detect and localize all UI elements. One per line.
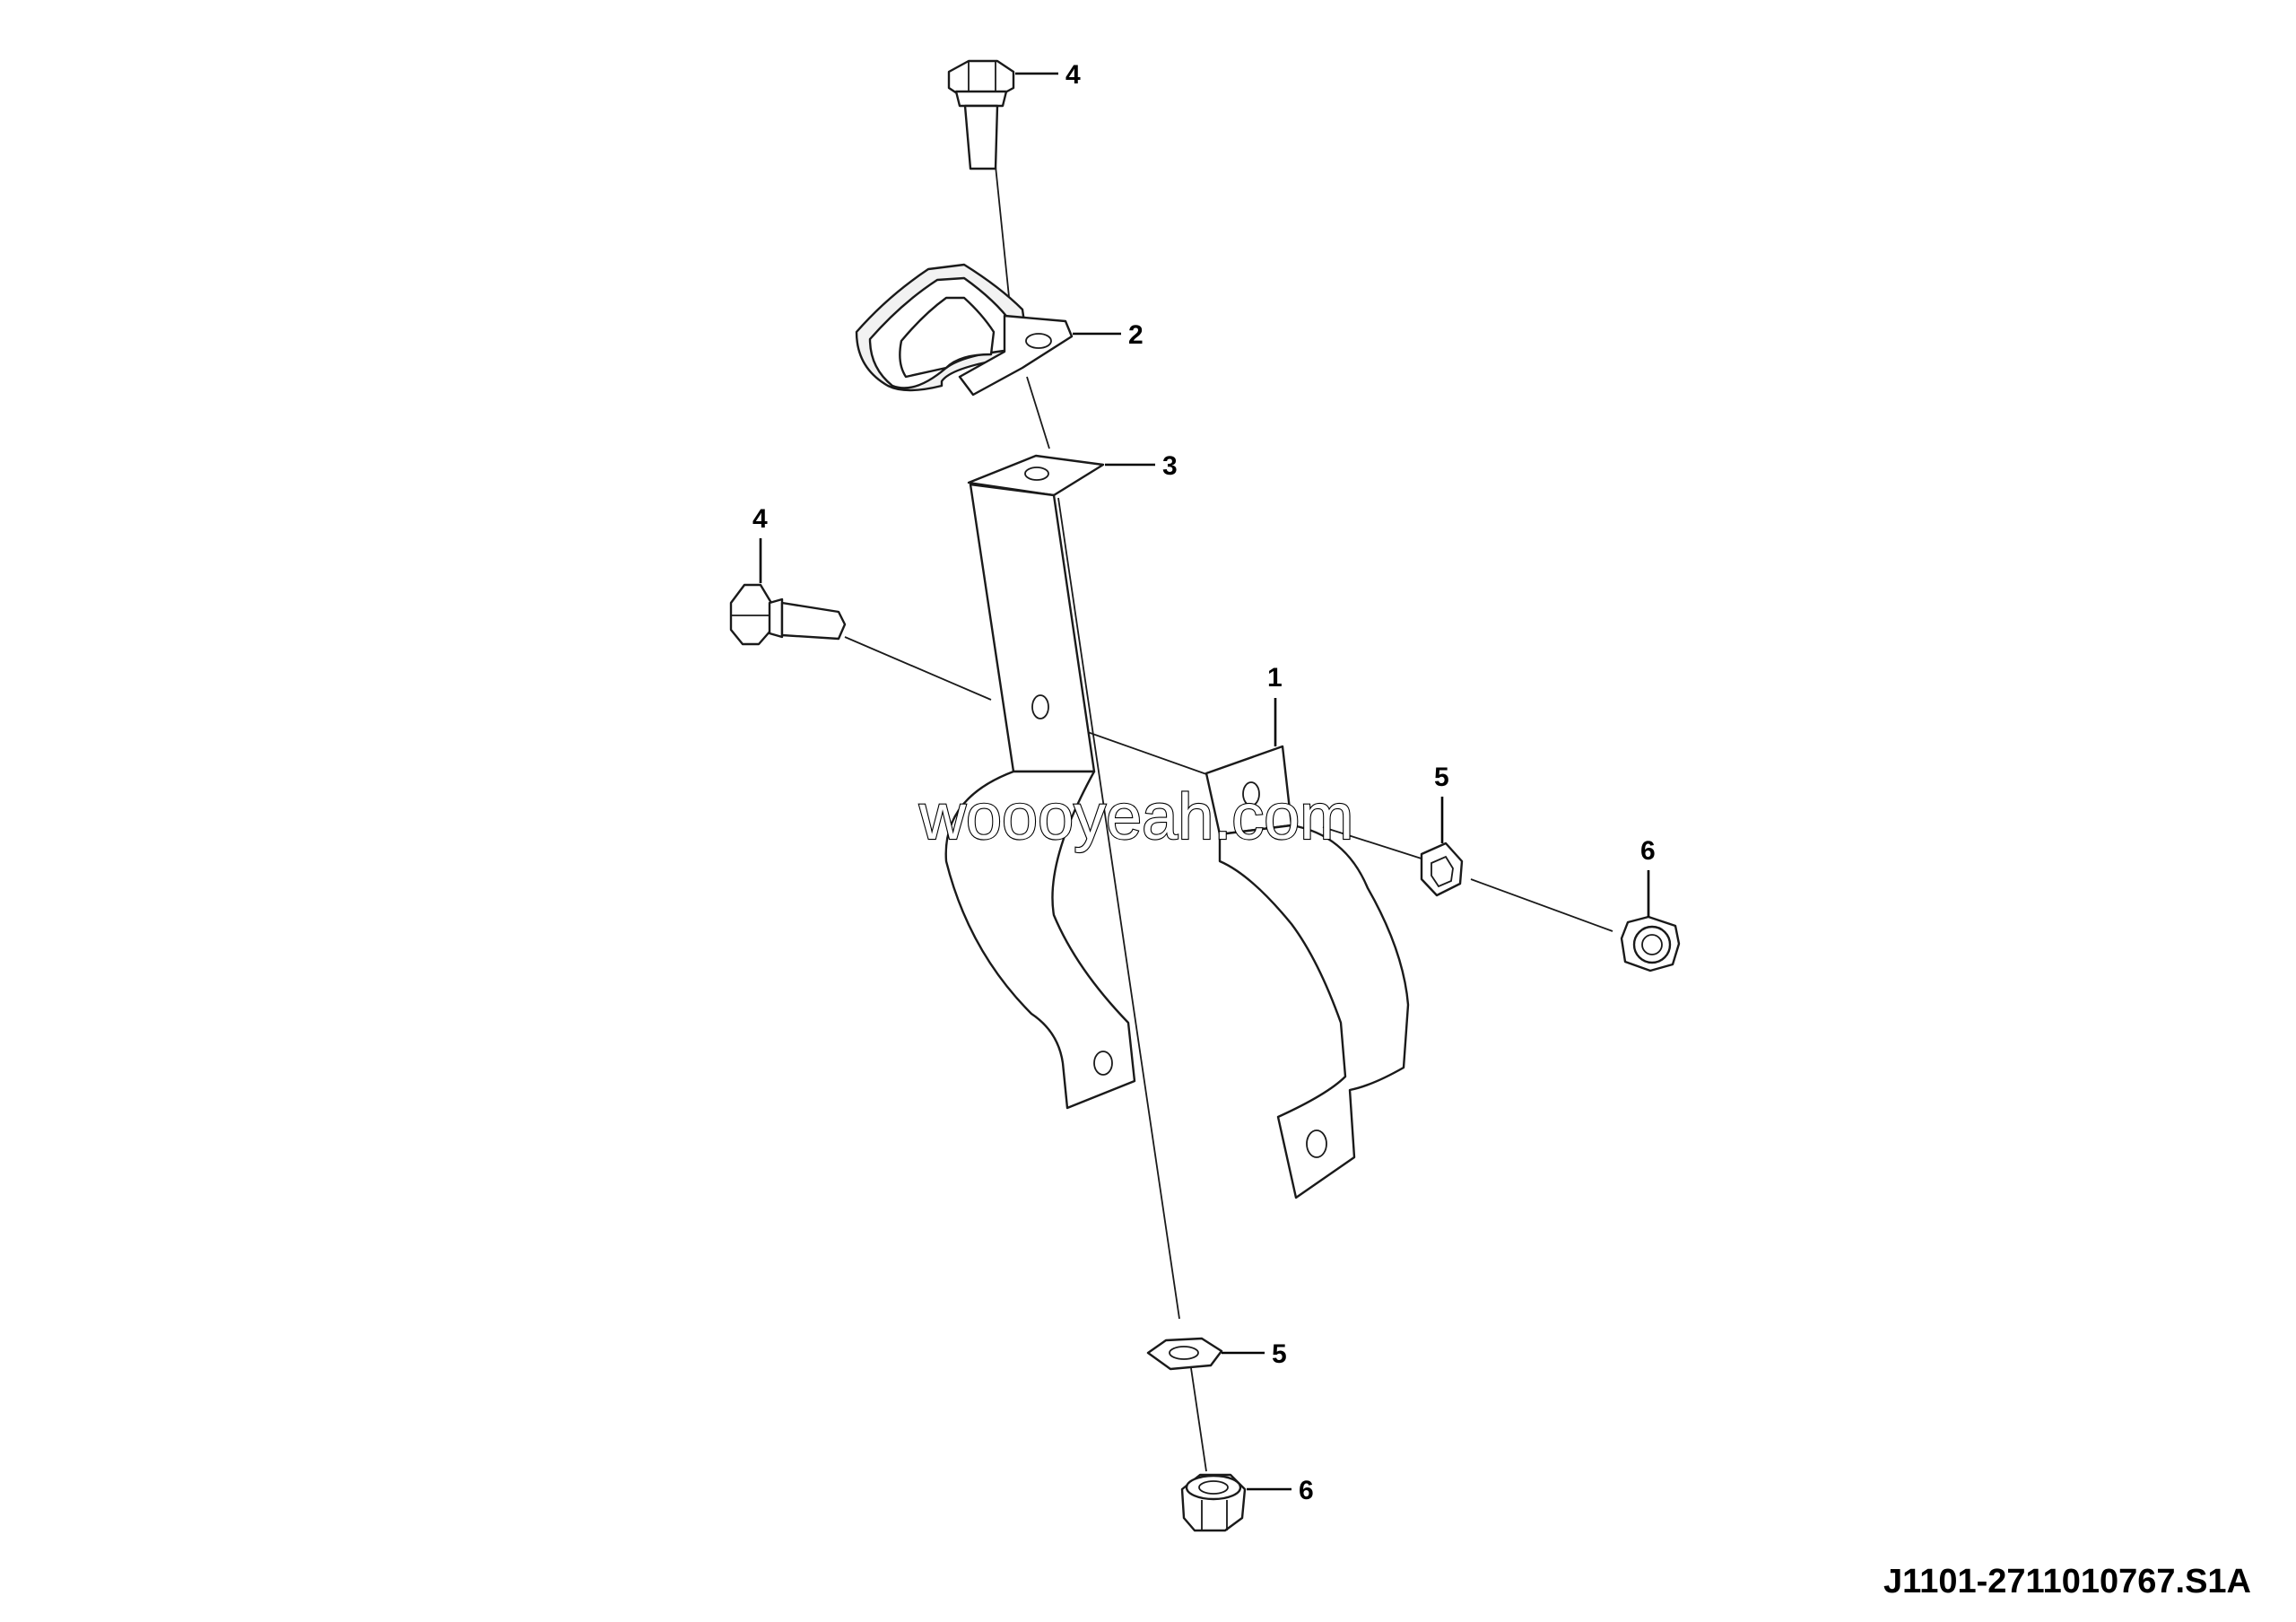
nut-bottom (1180, 1473, 1247, 1532)
callout-nut-bottom: 6 (1299, 1476, 1314, 1505)
callout-clamp: 2 (1128, 320, 1144, 350)
callout-bracket-upper: 3 (1162, 451, 1178, 481)
callout-labels: 4 2 3 4 1 5 6 5 6 (752, 60, 1656, 1505)
callout-washer-right: 5 (1434, 763, 1449, 792)
bracket-upper (944, 454, 1136, 1110)
bolt-left (729, 583, 847, 646)
callout-leaders (759, 72, 1650, 1491)
bracket-main (1205, 745, 1410, 1199)
cushion-clamp (855, 263, 1074, 397)
callout-washer-bottom: 5 (1272, 1339, 1287, 1369)
assembly-lines (844, 165, 1613, 1472)
callout-bracket-main: 1 (1267, 663, 1283, 693)
washer-right (1420, 842, 1464, 897)
callout-bolt-top: 4 (1065, 60, 1081, 90)
bolt-top (947, 59, 1015, 170)
callout-nut-right: 6 (1640, 836, 1656, 866)
watermark: woooyeah.com (918, 781, 1353, 853)
washer-bottom (1146, 1337, 1223, 1371)
drawing-number: J1101-2711010767.S1A (1883, 1563, 2251, 1600)
callout-bolt-left: 4 (752, 504, 768, 534)
nut-right (1620, 915, 1681, 972)
